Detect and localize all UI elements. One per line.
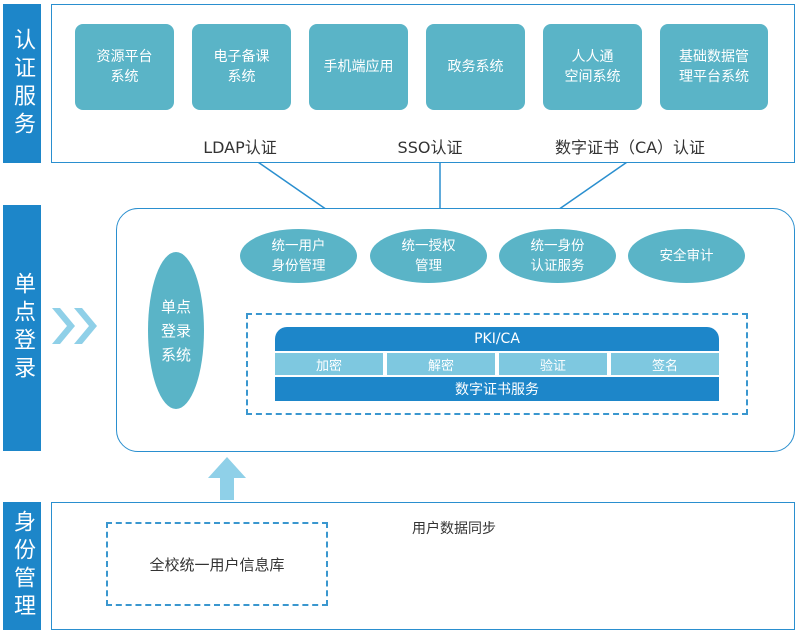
service-unified-authentication[interactable]: 统一身份 认证服务 (499, 229, 616, 283)
pki-certificate-service: 数字证书服务 (275, 377, 719, 401)
dci-label: DCI (441, 557, 467, 573)
db-hr-label: 人事系统 职工数据 (652, 557, 701, 588)
pki-op-encrypt[interactable]: 加密 (275, 353, 383, 375)
sso-section-label: 单点登录 (3, 205, 41, 451)
flow-arrows-icon (52, 308, 97, 344)
service-unified-identity[interactable]: 统一用户 身份管理 (240, 229, 357, 283)
pki-dashed-container (246, 313, 748, 415)
app-resource-platform[interactable]: 资源平台 系统 (75, 24, 174, 110)
identity-section-label: 身份管理 (3, 502, 41, 630)
sso-system-ellipse[interactable]: 单点 登录 系统 (148, 252, 204, 409)
auth-method-sso: SSO认证 (397, 138, 463, 157)
pki-op-sign[interactable]: 签名 (611, 353, 719, 375)
app-space[interactable]: 人人通 空间系统 (543, 24, 642, 110)
app-lesson-prep[interactable]: 电子备课 系统 (192, 24, 291, 110)
connector-right (554, 159, 631, 213)
auth-method-ca: 数字证书（CA）认证 (554, 138, 706, 157)
connector-left (254, 159, 331, 213)
pki-op-verify[interactable]: 验证 (499, 353, 607, 375)
pki-op-decrypt[interactable]: 解密 (387, 353, 495, 375)
app-basic-data[interactable]: 基础数据管 理平台系统 (660, 24, 768, 110)
pki-ca-title: PKI/CA (275, 327, 719, 351)
service-unified-authorization[interactable]: 统一授权 管理 (370, 229, 487, 283)
up-arrow-icon (208, 457, 246, 500)
unified-user-db-label: 全校统一用户信息库 (149, 555, 285, 574)
auth-section-label: 认证服务 (3, 4, 41, 163)
app-mobile[interactable]: 手机端应用 (309, 24, 408, 110)
unified-user-db[interactable]: 全校统一用户信息库 (106, 522, 328, 606)
auth-method-ldap: LDAP认证 (203, 138, 277, 157)
db-academic-label: 教务系统 学生数据 (573, 557, 622, 588)
app-government[interactable]: 政务系统 (426, 24, 525, 110)
service-security-audit[interactable]: 安全审计 (628, 229, 745, 283)
sync-label: 用户数据同步 (412, 521, 496, 537)
